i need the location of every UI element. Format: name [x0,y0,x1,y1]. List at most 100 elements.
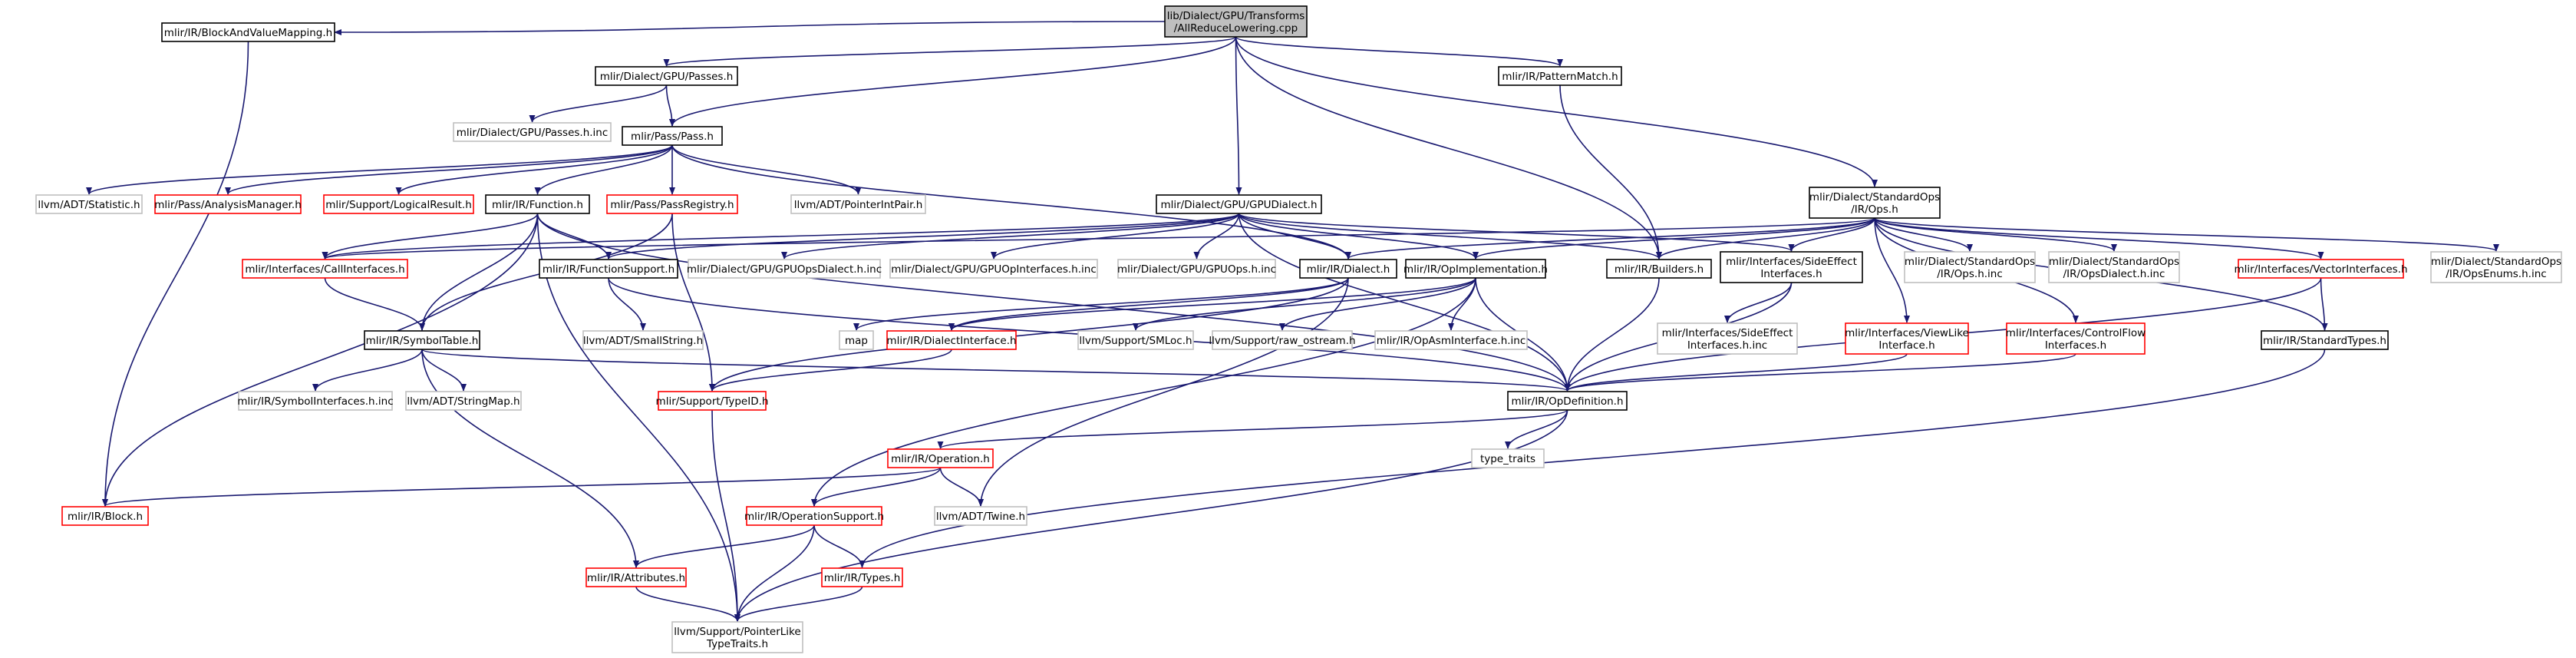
edge-root-to-stdops [1235,36,1878,187]
node-box [1077,330,1194,350]
node-label: Interfaces.h.inc [1687,339,1767,352]
node-label: mlir/IR/SymbolTable.h [366,335,479,347]
header-node-gpuopinterfacesinc[interactable]: mlir/Dialect/GPU/GPUOpInterfaces.h.inc [889,259,1098,279]
node-box [658,391,767,411]
edge-sideeffect-to-sideeffectinc [1724,282,1793,323]
header-node-pointerintpair[interactable]: llvm/ADT/PointerIntPair.h [790,194,926,214]
header-node-dialectinterface[interactable]: mlir/IR/DialectInterface.h [886,330,1017,350]
edge-gpudialect-to-callinterfaces [322,213,1240,260]
header-node-typeid[interactable]: mlir/Support/TypeID.h [656,391,769,411]
header-node-analysismgr[interactable]: mlir/Pass/AnalysisManager.h [154,194,302,214]
edge-symboltable-to-opdefinition [421,349,1570,392]
header-node-symboltable[interactable]: mlir/IR/SymbolTable.h [364,330,480,350]
header-node-patternmatch[interactable]: mlir/IR/PatternMatch.h [1498,66,1622,86]
node-box [746,506,882,526]
edge-types-to-pointerlike [734,586,863,622]
node-label: mlir/IR/Function.h [492,199,583,211]
header-node-standardtypes[interactable]: mlir/IR/StandardTypes.h [2261,330,2389,350]
edge-gpudialect-to-gpuopinterfacesinc [991,213,1240,260]
header-node-smallstring[interactable]: llvm/ADT/SmallString.h [582,330,704,350]
node-layer: lib/Dialect/GPU/Transforms/AllReduceLowe… [35,5,2562,653]
header-node-gpupasses[interactable]: mlir/Dialect/GPU/Passes.h [595,66,738,86]
node-label: mlir/IR/OpImplementation.h [1403,263,1548,276]
header-node-gpudialect[interactable]: mlir/Dialect/GPU/GPUDialect.h [1156,194,1322,214]
edge-dialectinterface-to-typeid [709,349,952,392]
node-label: mlir/IR/Attributes.h [587,572,685,584]
header-node-statistic[interactable]: llvm/ADT/Statistic.h [35,194,143,214]
header-node-functionsupport[interactable]: mlir/IR/FunctionSupport.h [539,259,678,279]
edge-passh-to-pointerintpair [671,144,862,195]
edge-operationsupport-to-types [813,524,866,568]
node-label: mlir/IR/OpDefinition.h [1511,395,1623,408]
edge-bavm-to-block [102,41,249,507]
header-node-passregistry[interactable]: mlir/Pass/PassRegistry.h [606,194,738,214]
node-box [934,506,1027,526]
node-label: /IR/OpsDialect.h.inc [2063,268,2165,280]
edge-passh-to-function [534,144,673,195]
edge-passh-to-dialecth [671,144,1351,260]
header-node-function[interactable]: mlir/IR/Function.h [485,194,590,214]
edge-function-to-functionsupport [536,213,612,260]
header-node-gpuopshinc[interactable]: mlir/Dialect/GPU/GPUOps.h.inc [1117,259,1276,279]
header-node-stringmap[interactable]: llvm/ADT/StringMap.h [405,391,522,411]
edge-gpudialect-to-builders [1238,213,1662,260]
edge-symboltable-to-symbolinterfacesinc [312,349,423,392]
header-node-stdops[interactable]: mlir/Dialect/StandardOps/IR/Ops.h [1809,187,1941,219]
node-label: /IR/Ops.h.inc [1937,268,2003,280]
edge-root-to-builders [1235,36,1662,260]
header-node-block[interactable]: mlir/IR/Block.h [61,506,149,526]
header-node-opimpl[interactable]: mlir/IR/OpImplementation.h [1403,259,1548,279]
node-label: mlir/IR/Operation.h [891,453,990,465]
header-node-opsdialectinc[interactable]: mlir/Dialect/StandardOps/IR/OpsDialect.h… [2048,251,2180,283]
node-label: mlir/IR/StandardTypes.h [2263,335,2386,347]
header-node-symbolinterfacesinc[interactable]: mlir/IR/SymbolInterfaces.h.inc [237,391,394,411]
header-node-map[interactable]: map [839,330,874,350]
edge-opdefinition-to-operation [937,409,1568,449]
header-node-opasminc[interactable]: mlir/IR/OpAsmInterface.h.inc [1374,330,1528,350]
header-node-builders[interactable]: mlir/IR/Builders.h [1606,259,1712,279]
edge-operationsupport-to-pointerlike [734,524,815,622]
header-node-typetraits[interactable]: type_traits [1471,448,1545,468]
header-node-smloc[interactable]: llvm/Support/SMLoc.h [1077,330,1194,350]
header-node-rawostream[interactable]: llvm/Support/raw_ostream.h [1209,330,1356,350]
node-box [1405,259,1546,279]
node-label: mlir/Interfaces/SideEffect [1662,327,1793,339]
edge-builders-to-opdefinition [1564,277,1660,392]
edge-operation-to-block [102,467,942,507]
node-box [61,506,149,526]
header-node-opsenumsinc[interactable]: mlir/Dialect/StandardOps/IR/OpsEnums.h.i… [2430,251,2562,283]
edge-layer [86,21,2499,622]
header-node-bavm[interactable]: mlir/IR/BlockAndValueMapping.h [161,22,335,42]
edge-stdops-to-builders [1656,217,1875,260]
header-node-passh[interactable]: mlir/Pass/Pass.h [622,126,723,146]
header-node-sideeffectinc[interactable]: mlir/Interfaces/SideEffectInterfaces.h.i… [1657,322,1798,355]
header-node-operationsupport[interactable]: mlir/IR/OperationSupport.h [744,506,884,526]
edge-function-to-block [102,213,539,507]
header-node-vectorinterfaces[interactable]: mlir/Interfaces/VectorInterfaces.h [2234,259,2408,279]
header-node-operation[interactable]: mlir/IR/Operation.h [887,448,994,468]
header-node-gpuopsdialectinc[interactable]: mlir/Dialect/GPU/GPUOpsDialect.h.inc [687,259,882,279]
node-label: mlir/Dialect/GPU/GPUDialect.h [1160,199,1317,211]
header-node-twine[interactable]: llvm/ADT/Twine.h [934,506,1027,526]
header-node-dialecth[interactable]: mlir/IR/Dialect.h [1299,259,1397,279]
header-node-logicalresult[interactable]: mlir/Support/LogicalResult.h [323,194,474,214]
header-node-attributes[interactable]: mlir/IR/Attributes.h [585,567,687,587]
header-node-root[interactable]: lib/Dialect/GPU/Transforms/AllReduceLowe… [1164,5,1308,38]
node-label: mlir/Dialect/StandardOps [2049,256,2179,268]
node-box [1164,5,1308,38]
node-box [238,391,393,411]
header-node-gpupassesinc[interactable]: mlir/Dialect/GPU/Passes.h.inc [453,122,612,142]
node-label: mlir/Pass/PassRegistry.h [610,199,734,211]
header-node-stdopsinc[interactable]: mlir/Dialect/StandardOps/IR/Ops.h.inc [1904,251,2036,283]
header-node-callinterfaces[interactable]: mlir/Interfaces/CallInterfaces.h [242,259,408,279]
node-label: mlir/Interfaces/SideEffect [1726,256,1857,268]
header-node-types[interactable]: mlir/IR/Types.h [821,567,903,587]
header-node-opdefinition[interactable]: mlir/IR/OpDefinition.h [1507,391,1628,411]
node-label: llvm/ADT/SmallString.h [583,335,703,347]
node-label: mlir/Dialect/StandardOps [1809,191,1940,203]
node-label: mlir/IR/FunctionSupport.h [543,263,675,276]
